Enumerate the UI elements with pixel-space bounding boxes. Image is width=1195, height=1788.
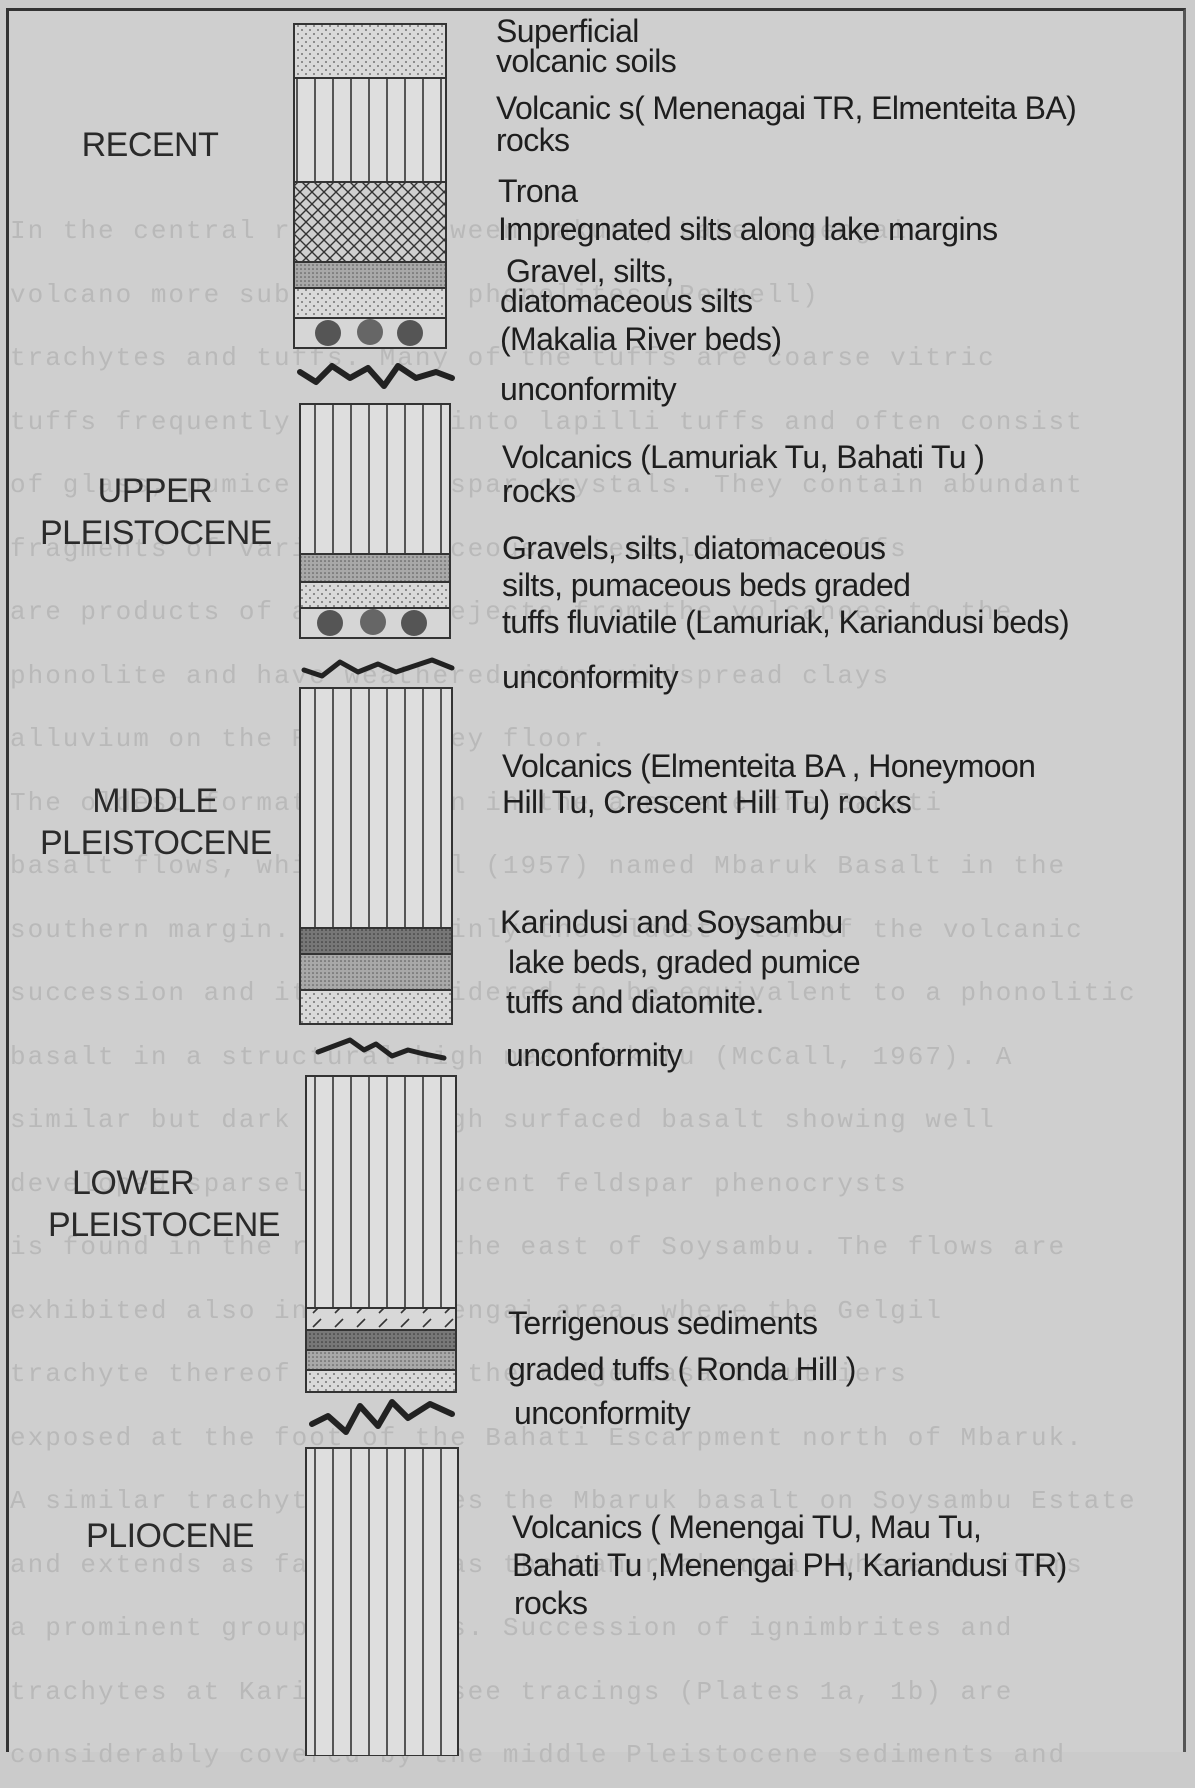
- desc-line: Terrigenous sediments: [508, 1300, 856, 1346]
- layer-superficial-soils: [294, 24, 446, 78]
- age-lower-pleistocene: LOWER PLEISTOCENE: [44, 1162, 284, 1246]
- age-recent: RECENT: [60, 124, 240, 166]
- layer-pliocene-volcanics: [306, 1448, 458, 1756]
- unconformity-line-4: [312, 1402, 452, 1432]
- layer-middle-dots: [300, 990, 452, 1024]
- age-middle-line-1: MIDDLE: [40, 780, 270, 822]
- age-upper-line-2: PLEISTOCENE: [40, 512, 270, 554]
- pebble: [360, 609, 386, 635]
- unconformity-line-3: [318, 1040, 444, 1058]
- layer-trona: [294, 182, 446, 262]
- desc-recent-volcanics: Volcanic s( Menenagai TR, Elmenteita BA)…: [496, 92, 1076, 156]
- desc-upper-volcanics: Volcanics (Lamuriak Tu, Bahati Tu ) rock…: [502, 440, 984, 508]
- desc-line: silts, pumaceous beds graded: [502, 567, 1069, 604]
- age-middle-line-2: PLEISTOCENE: [40, 822, 270, 864]
- desc-line: Volcanics (Lamuriak Tu, Bahati Tu ): [502, 440, 984, 474]
- unconformity-text: unconformity: [502, 659, 678, 695]
- pebble: [397, 320, 423, 346]
- desc-karindusi: Karindusi and Soysambu lake beds, graded…: [500, 902, 860, 1022]
- age-lower-line-1: LOWER: [44, 1162, 284, 1204]
- pebble: [315, 320, 341, 346]
- desc-line: Gravel, silts,: [500, 256, 781, 286]
- age-recent-text: RECENT: [82, 126, 219, 164]
- layer-gravel-dots: [294, 288, 446, 318]
- unconformity-label-1: unconformity: [500, 372, 676, 406]
- desc-line: tuffs and diatomite.: [500, 982, 860, 1022]
- desc-middle-volcanics: Volcanics (Elmenteita BA , Honeymoon Hil…: [502, 748, 1035, 820]
- desc-line: diatomaceous silts: [500, 286, 781, 316]
- desc-superficial-soils: Superficial volcanic soils: [496, 16, 676, 76]
- layer-lower-dots: [306, 1370, 456, 1392]
- desc-line: Impregnated silts along lake margins: [498, 210, 998, 248]
- layer-lower-dark: [306, 1330, 456, 1350]
- column-lower-pleistocene: [306, 1076, 456, 1392]
- desc-line: volcanic soils: [496, 46, 676, 76]
- column-upper-pleistocene: [300, 404, 450, 638]
- desc-line: Volcanic s( Menenagai TR, Elmenteita BA): [496, 92, 1076, 124]
- age-pliocene-text: PLIOCENE: [86, 1517, 254, 1555]
- column-recent: [294, 24, 446, 348]
- unconformity-line-1: [300, 366, 452, 386]
- desc-terrigenous: Terrigenous sediments graded tuffs ( Ron…: [508, 1300, 856, 1392]
- desc-line: (Makalia River beds): [500, 316, 781, 354]
- desc-line: Hill Tu, Crescent Hill Tu) rocks: [502, 784, 1035, 820]
- layer-upper-volcanics: [300, 404, 450, 554]
- unconformity-text: unconformity: [514, 1395, 690, 1431]
- age-pliocene: PLIOCENE: [60, 1515, 280, 1557]
- desc-line: rocks: [496, 124, 1076, 156]
- layer-upper-fine: [300, 554, 450, 582]
- layer-upper-dots: [300, 582, 450, 608]
- desc-line: tuffs fluviatile (Lamuriak, Kariandusi b…: [502, 604, 1069, 641]
- desc-trona: Trona Impregnated silts along lake margi…: [498, 172, 998, 248]
- desc-line: Trona: [498, 172, 998, 210]
- layer-middle-fine: [300, 954, 452, 990]
- pebble: [401, 610, 427, 636]
- column-middle-pleistocene: [300, 688, 452, 1024]
- desc-line: Volcanics (Elmenteita BA , Honeymoon: [502, 748, 1035, 784]
- unconformity-text: unconformity: [500, 371, 676, 407]
- layer-lower-volcanics: [306, 1076, 456, 1308]
- desc-pliocene-volcanics: Volcanics ( Menengai TU, Mau Tu, Bahati …: [512, 1508, 1067, 1622]
- age-upper-pleistocene: UPPER PLEISTOCENE: [40, 470, 270, 554]
- age-lower-line-2: PLEISTOCENE: [44, 1204, 284, 1246]
- desc-line: Gravels, silts, diatomaceous: [502, 530, 1069, 567]
- desc-line: Bahati Tu ,Menengai PH, Kariandusi TR): [512, 1546, 1067, 1584]
- column-pliocene: [306, 1448, 458, 1756]
- unconformity-text: unconformity: [506, 1037, 682, 1073]
- age-upper-line-1: UPPER: [40, 470, 270, 512]
- layer-lower-slash: [306, 1308, 456, 1330]
- layer-middle-volcanics: [300, 688, 452, 928]
- desc-makalia: Gravel, silts, diatomaceous silts (Makal…: [500, 256, 781, 354]
- desc-line: Karindusi and Soysambu: [500, 902, 860, 942]
- layer-middle-dark: [300, 928, 452, 954]
- layer-gravel-fine: [294, 262, 446, 288]
- desc-line: lake beds, graded pumice: [500, 942, 860, 982]
- desc-line: Volcanics ( Menengai TU, Mau Tu,: [512, 1508, 1067, 1546]
- unconformity-label-4: unconformity: [514, 1396, 690, 1430]
- desc-line: rocks: [512, 1584, 1067, 1622]
- desc-upper-gravels: Gravels, silts, diatomaceous silts, puma…: [502, 530, 1069, 641]
- pebble: [317, 610, 343, 636]
- age-middle-pleistocene: MIDDLE PLEISTOCENE: [40, 780, 270, 864]
- desc-line: Superficial: [496, 16, 676, 46]
- unconformity-label-3: unconformity: [506, 1038, 682, 1072]
- pebble: [357, 319, 383, 345]
- unconformity-label-2: unconformity: [502, 660, 678, 694]
- desc-line: graded tuffs ( Ronda Hill ): [508, 1346, 856, 1392]
- layer-lower-fine: [306, 1350, 456, 1370]
- unconformity-line-2: [304, 660, 452, 676]
- layer-recent-volcanics: [294, 78, 446, 182]
- desc-line: rocks: [502, 474, 984, 508]
